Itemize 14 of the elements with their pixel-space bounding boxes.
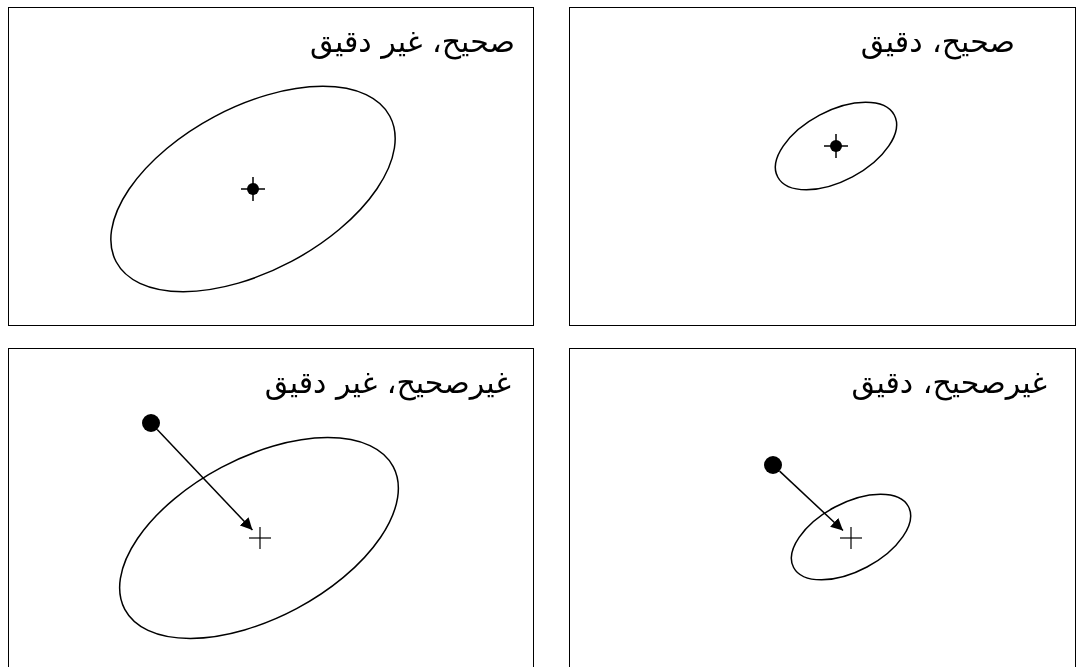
panel-label: غيرصحيح، غير دقيق [264, 364, 511, 403]
panel-frame [569, 7, 1076, 326]
panel-label: صحيح، غير دقيق [309, 23, 515, 62]
panel-frame [8, 7, 534, 326]
crosshair-mark [840, 527, 862, 549]
arrow [156, 428, 254, 531]
dot-marker [764, 456, 782, 474]
panel-frame [569, 348, 1076, 667]
crosshair-mark [249, 527, 271, 549]
panel-label: صحيح، دقيق [860, 23, 1015, 62]
panel-frame [8, 348, 534, 667]
dot-marker [142, 414, 160, 432]
arrow [778, 470, 844, 532]
panel-label: غيرصحيح، دقيق [851, 364, 1047, 403]
